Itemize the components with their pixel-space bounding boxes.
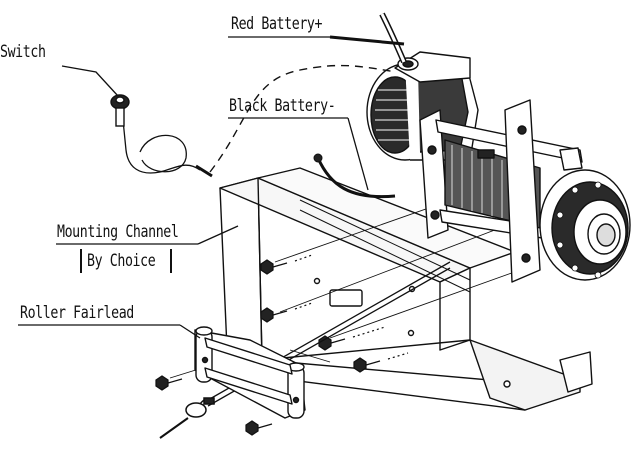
bolt bbox=[155, 375, 183, 391]
winch-gearbox bbox=[539, 169, 631, 281]
label-by-choice: By Choice bbox=[87, 251, 156, 271]
winch-control-box bbox=[394, 51, 471, 83]
label-switch: Switch bbox=[0, 42, 46, 62]
bolt bbox=[260, 254, 313, 275]
switch-remote bbox=[110, 94, 130, 127]
label-black-battery: Black Battery- bbox=[229, 96, 336, 116]
bolt bbox=[260, 302, 313, 323]
winch-right-bracket bbox=[504, 99, 541, 283]
winch-hook bbox=[159, 397, 215, 439]
black-battery-cable bbox=[316, 157, 396, 199]
bolt bbox=[318, 326, 386, 351]
bolt bbox=[245, 420, 273, 436]
bolt bbox=[353, 352, 409, 373]
switch-cable-dashed bbox=[209, 64, 397, 173]
label-red-battery: Red Battery+ bbox=[231, 14, 323, 34]
mounting-channel bbox=[219, 167, 593, 411]
label-mounting-channel: Mounting Channel bbox=[57, 222, 179, 242]
winch-left-bracket bbox=[419, 109, 449, 239]
leader-lines bbox=[18, 35, 405, 339]
roller-fairlead bbox=[194, 326, 306, 419]
mounting-bolts bbox=[155, 254, 409, 436]
winch bbox=[366, 51, 631, 283]
by-choice-box bbox=[80, 249, 172, 273]
label-roller-fairlead: Roller Fairlead bbox=[20, 303, 134, 323]
